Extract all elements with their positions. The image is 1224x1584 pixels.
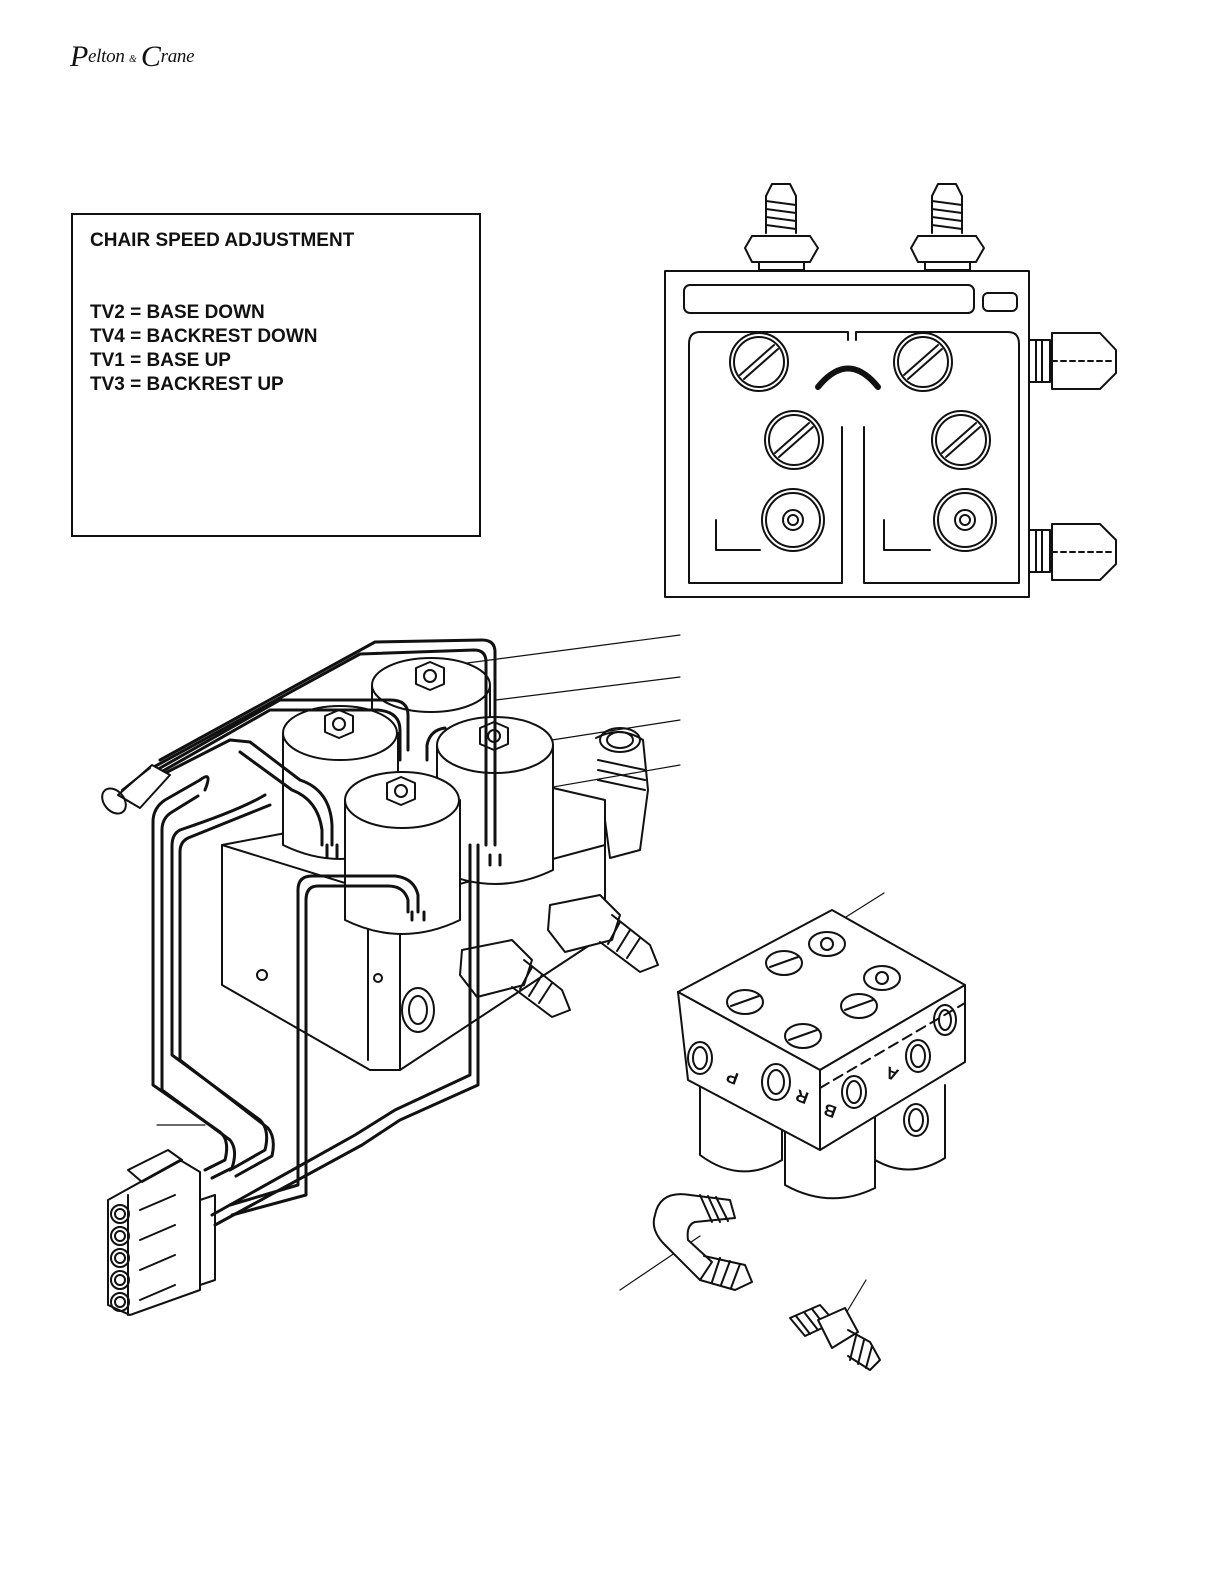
screw-top-left [730,333,788,391]
channel-left-inner [716,520,760,550]
side-fitting-upper [1030,333,1116,389]
screw-top-right [894,333,952,391]
speed-control-manifold: P R B A [678,910,965,1198]
channel-arc [818,369,878,388]
top-fitting-left [745,184,818,270]
elbow-adapter [654,1194,752,1290]
screw-mid-left [765,411,823,469]
channel-left [689,332,848,583]
solenoid-valve-assembly [97,640,658,1315]
valve-block-small-window [983,293,1017,311]
straight-adapter [790,1305,880,1370]
valve-block-label-strip [684,285,974,313]
port-bottom-left [762,489,824,551]
valve-block-top-view [665,184,1116,597]
top-fitting-right [911,184,984,270]
channel-right-inner [884,520,930,550]
side-fitting-lower [1030,524,1116,580]
electrical-connector [108,1150,215,1315]
port-bottom-right [934,489,996,551]
valve-block-outline [665,271,1029,597]
solenoid-coil-front [345,772,460,934]
wire-bundle-end [97,765,170,818]
screw-mid-right [932,411,990,469]
